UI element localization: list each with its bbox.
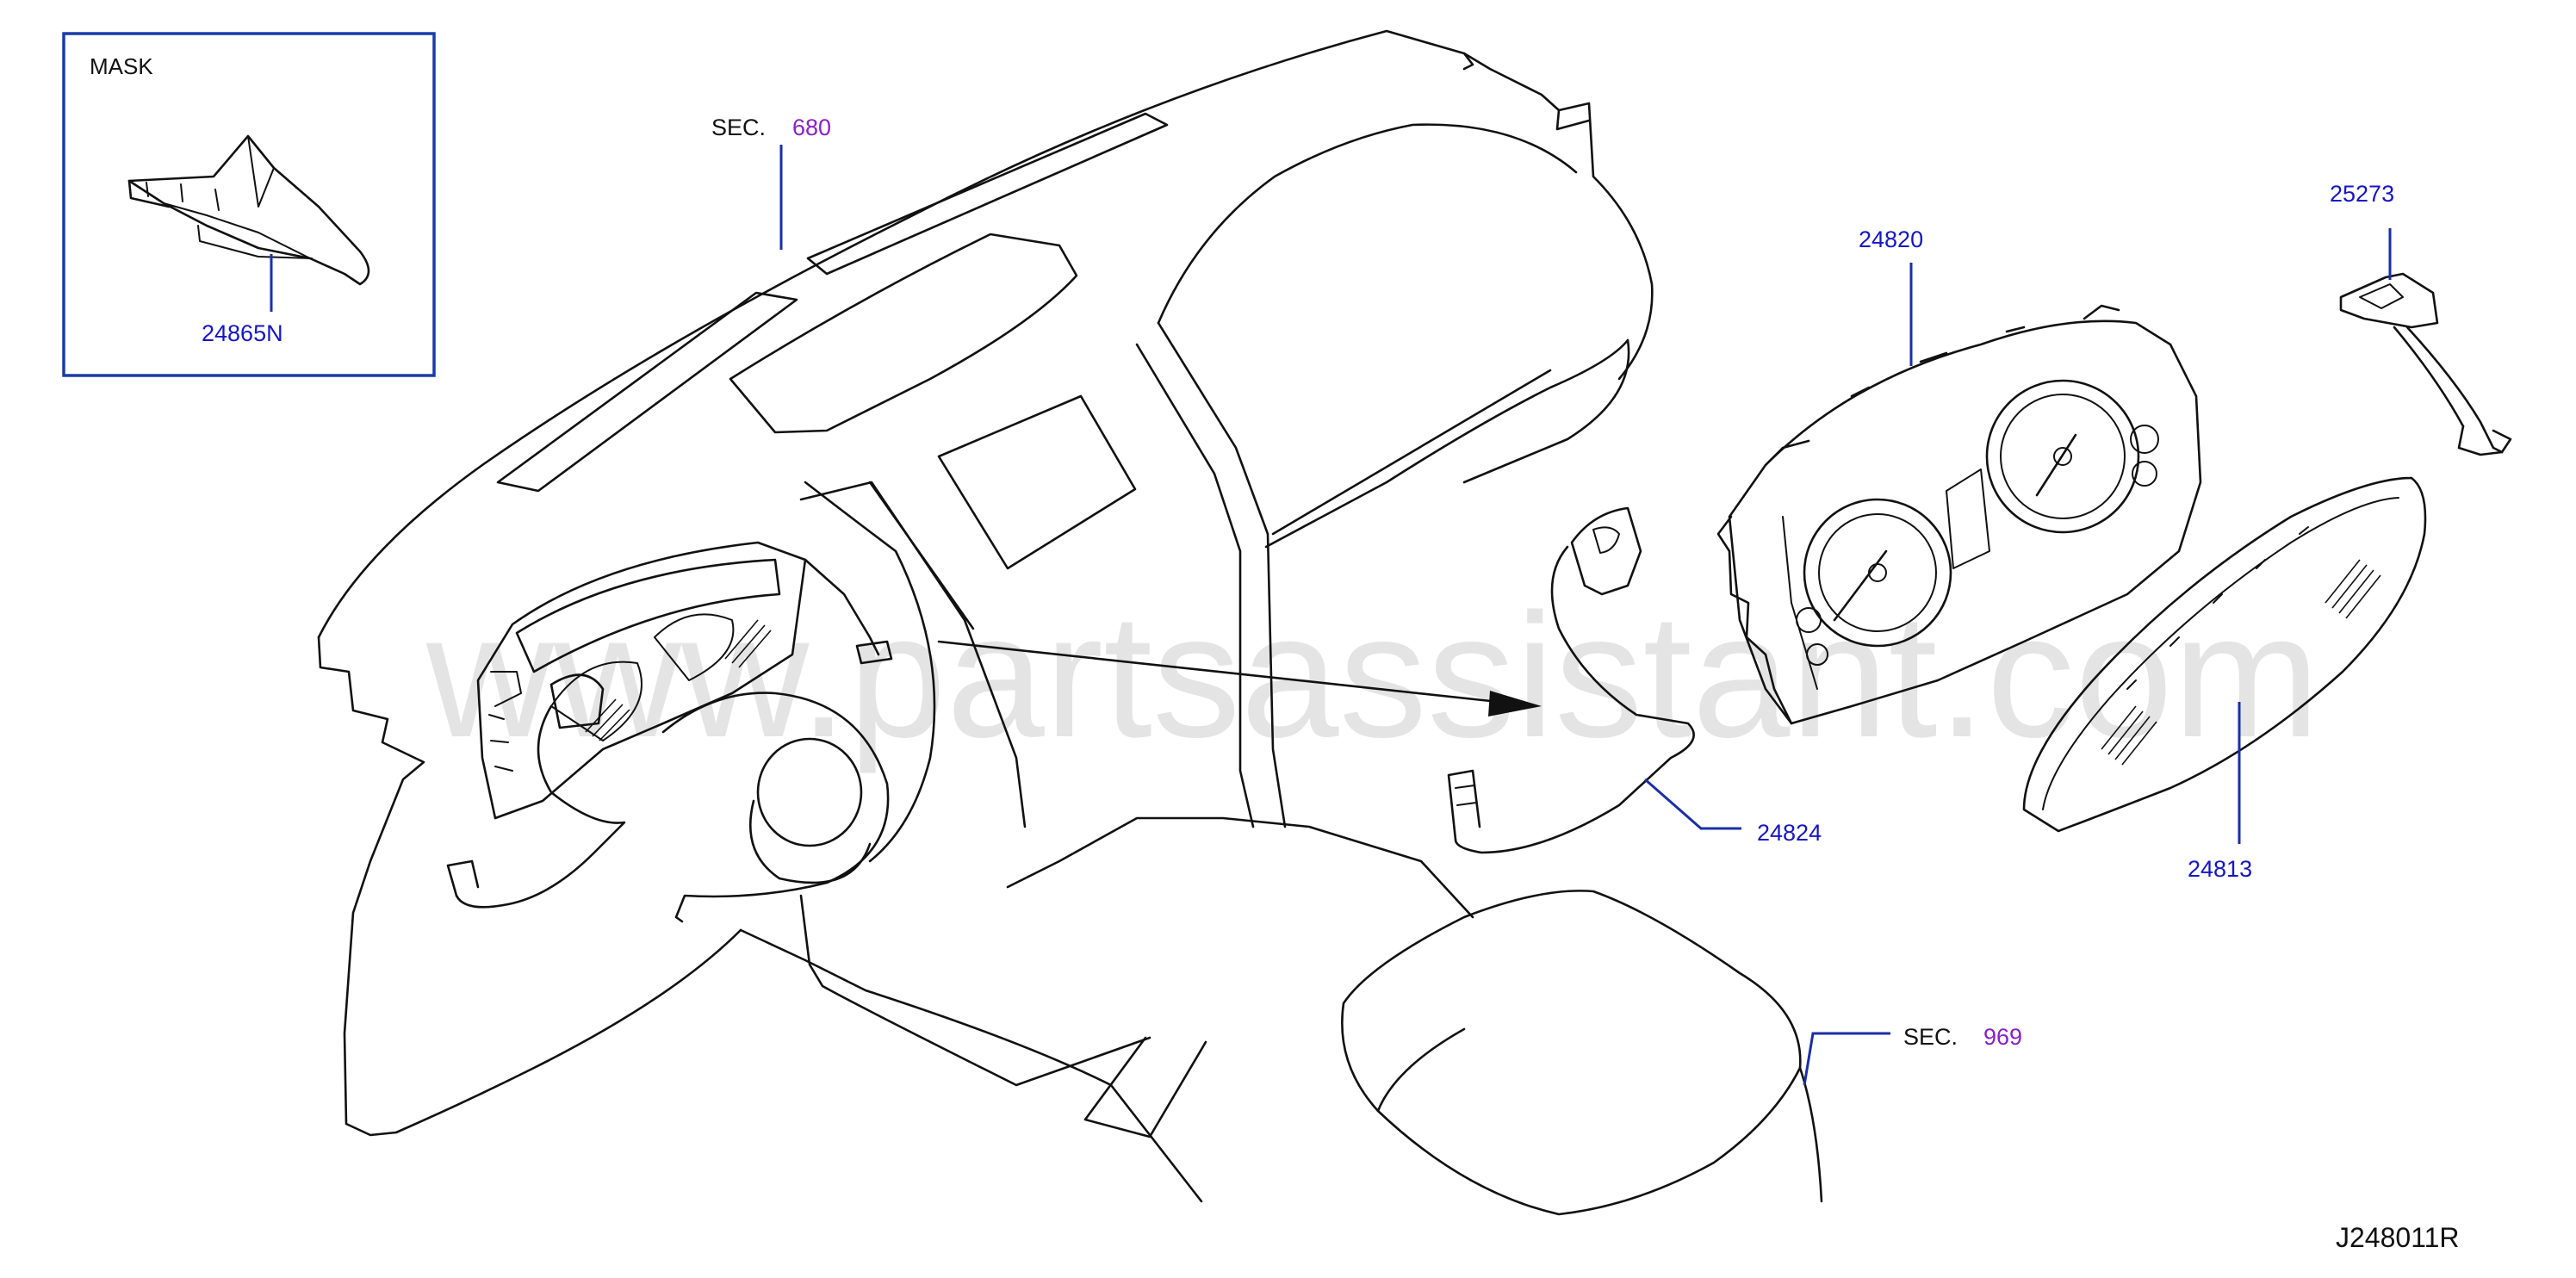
part-24813-drawing	[2022, 476, 2427, 833]
part-24820-drawing	[1716, 304, 2202, 725]
part-label-24824[interactable]: 24824	[1757, 820, 1822, 846]
cluster-installed	[446, 541, 893, 909]
section-680-number[interactable]: 680	[792, 115, 831, 140]
dashboard-drawing	[317, 29, 1823, 1216]
mask-part-drawing	[127, 134, 370, 286]
part-25273-drawing	[2339, 272, 2512, 456]
part-24824-drawing	[1447, 506, 1695, 854]
figure-reference: J248011R	[2336, 1222, 2460, 1253]
mask-inset: MASK 24865N	[62, 32, 436, 377]
part-label-24813[interactable]: 24813	[2188, 856, 2252, 882]
arrow-head	[1488, 691, 1542, 717]
section-969-number[interactable]: 969	[1983, 1024, 2022, 1050]
part-label-25273[interactable]: 25273	[2330, 181, 2394, 207]
inset-title: MASK	[90, 53, 153, 79]
part-label-24820[interactable]: 24820	[1859, 226, 1923, 252]
watermark: www.partsassistant.com	[425, 577, 2320, 774]
section-680-prefix: SEC.	[711, 115, 766, 140]
section-969-prefix: SEC.	[1903, 1024, 1958, 1050]
inset-part-label: 24865N	[202, 320, 283, 346]
